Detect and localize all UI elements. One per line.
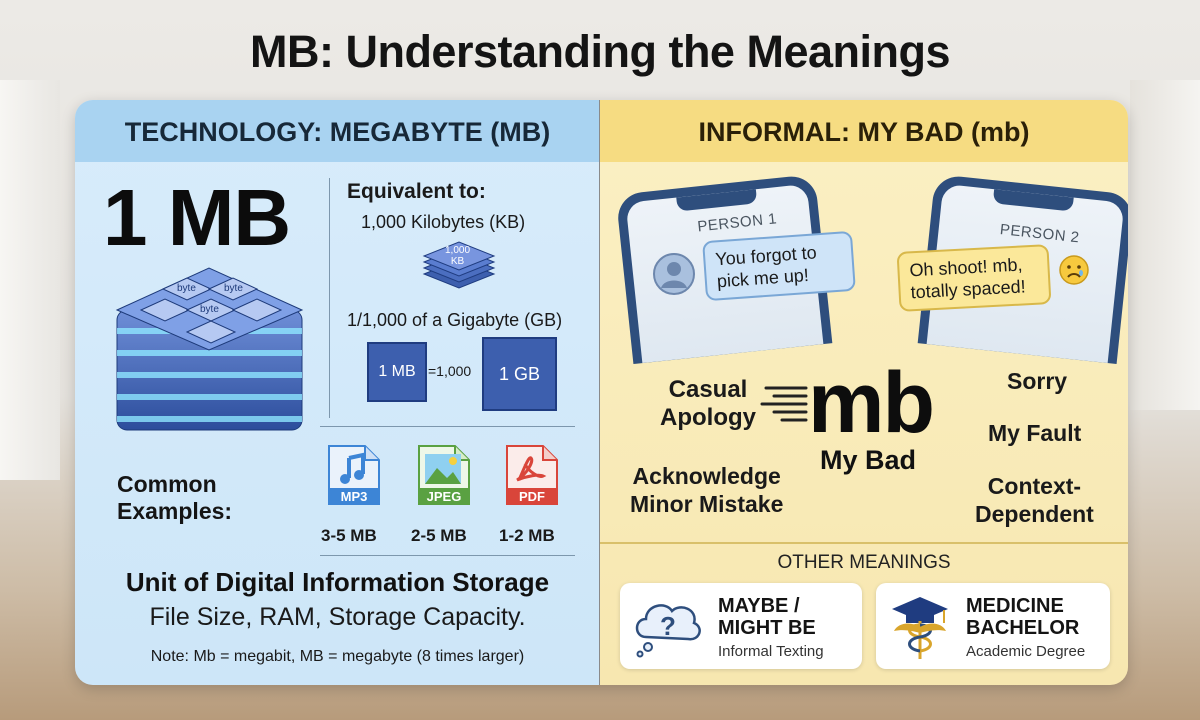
informal-header: INFORMAL: MY BAD (mb) (600, 100, 1128, 162)
sorry-label: Sorry (1007, 368, 1068, 394)
byte-label: byte (177, 283, 196, 294)
file-example-pdf: PDF (503, 444, 561, 511)
speed-lines-icon (760, 386, 808, 422)
person2-label: PERSON 2 (999, 221, 1081, 247)
informal-panel: INFORMAL: MY BAD (mb) PERSON 1 You forgo… (600, 100, 1128, 685)
other-meanings-header: OTHER MEANINGS (777, 552, 951, 573)
kilobytes-label: 1,000 Kilobytes (KB) (361, 212, 526, 232)
gigabyte-label: 1/1,000 of a Gigabyte (GB) (347, 310, 563, 330)
avatar-icon (653, 253, 695, 295)
technology-panel: TECHNOLOGY: MEGABYTE (MB) 1 MB (75, 100, 600, 685)
person1-message-bubble: You forgot to pick me up! (702, 230, 856, 302)
mp3-label: MP3 (340, 489, 368, 504)
pdf-label: PDF (519, 489, 545, 504)
equivalent-label: Equivalent to: (347, 180, 486, 203)
divider-horizontal (320, 555, 575, 556)
byte-label: byte (200, 304, 219, 315)
meaning-card-maybe: ? MAYBE /MIGHT BE Informal Texting (620, 583, 862, 669)
my-fault-label: My Fault (988, 420, 1082, 446)
equals-label: =1,000 (428, 363, 472, 379)
page-title: MB: Understanding the Meanings (249, 26, 951, 77)
sad-face-icon (1059, 255, 1089, 285)
technology-header: TECHNOLOGY: MEGABYTE (MB) (75, 100, 600, 162)
music-note-icon (328, 445, 380, 505)
one-mb-label: 1 MB (103, 173, 291, 262)
background-window-left (0, 80, 60, 480)
kb-stack-icon (422, 241, 496, 289)
divider-horizontal (320, 426, 575, 427)
graduation-caduceus-icon (892, 597, 948, 659)
gb-box: 1 GB (482, 337, 557, 411)
question-cloud-icon: ? (635, 604, 701, 658)
mb-box: 1 MB (367, 342, 427, 402)
svg-text:?: ? (660, 611, 676, 641)
unit-title: Unit of Digital Information Storage (125, 567, 550, 597)
person1-label: PERSON 1 (696, 210, 778, 236)
acrobat-icon (506, 445, 558, 505)
person2-message-bubble: Oh shoot! mb, totally spaced! (896, 244, 1052, 312)
landscape-icon (418, 445, 470, 505)
jpeg-label: JPEG (426, 489, 462, 504)
pdf-size: 1-2 MB (499, 526, 555, 545)
meaning-maybe-title: MAYBE /MIGHT BE (718, 595, 816, 639)
divider-vertical (329, 178, 330, 418)
server-stack-icon (115, 267, 304, 431)
background-window-right (1130, 80, 1200, 410)
byte-label: byte (224, 283, 243, 294)
infographic-card: TECHNOLOGY: MEGABYTE (MB) 1 MB (75, 100, 1128, 685)
context-dependent-label: Context-Dependent (975, 473, 1094, 527)
unit-subtitle: File Size, RAM, Storage Capacity. (149, 603, 526, 631)
jpeg-size: 2-5 MB (411, 526, 467, 545)
my-bad-label: My Bad (820, 445, 917, 475)
note-text: Note: Mb = megabit, MB = megabyte (8 tim… (150, 648, 525, 665)
meaning-maybe-subtitle: Informal Texting (718, 643, 824, 660)
mp3-size: 3-5 MB (321, 526, 377, 545)
big-mb-text: mb (808, 355, 935, 451)
file-example-jpeg: JPEG (415, 444, 473, 511)
meaning-medicine-subtitle: Academic Degree (966, 643, 1086, 660)
divider-horizontal (600, 542, 1128, 544)
file-example-mp3: MP3 (325, 444, 383, 511)
